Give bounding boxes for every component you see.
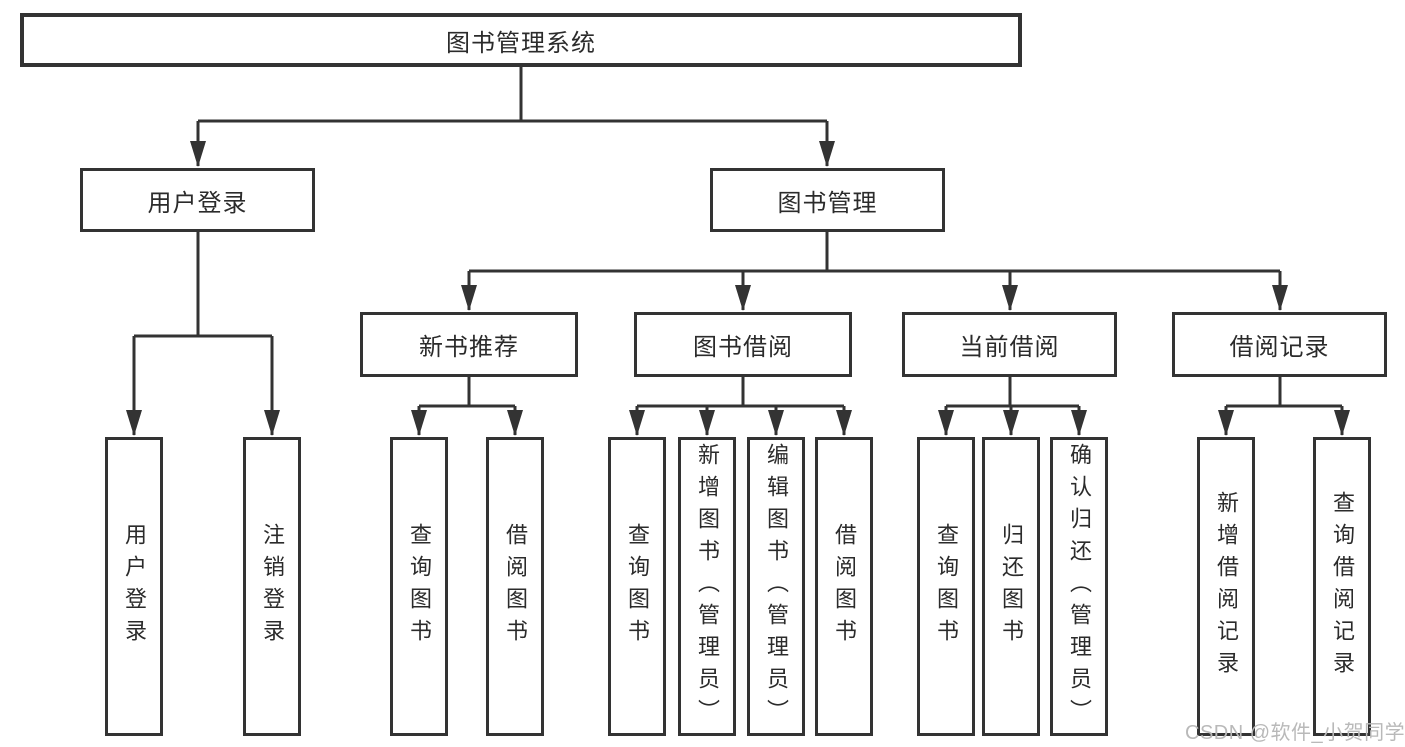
node-book-management: 图书管理 xyxy=(710,168,945,232)
leaf-label: 新增借阅记录 xyxy=(1214,490,1239,683)
node-new-book-recommend: 新书推荐 xyxy=(360,312,578,377)
leaf-label: 新增图书（管理员） xyxy=(695,442,720,731)
csdn-watermark: CSDN @软件_小贺同学 xyxy=(1185,722,1405,744)
leaf-label: 确认归还（管理员） xyxy=(1067,442,1092,731)
leaf-user-login: 用户登录 xyxy=(105,437,163,736)
leaf-return-books: 归还图书 xyxy=(982,437,1040,736)
node-user-login: 用户登录 xyxy=(80,168,315,232)
leaf-add-books-admin: 新增图书（管理员） xyxy=(678,437,736,736)
leaf-label: 借阅图书 xyxy=(503,522,528,651)
connector-borrow-records-branch xyxy=(1218,377,1350,436)
leaf-label: 注销登录 xyxy=(260,522,285,651)
leaf-confirm-return-admin: 确认归还（管理员） xyxy=(1050,437,1108,736)
leaf-label: 归还图书 xyxy=(999,522,1024,651)
leaf-label: 查询借阅记录 xyxy=(1330,490,1355,683)
connector-root-to-level2 xyxy=(190,65,835,167)
connector-management-to-level3 xyxy=(461,232,1288,311)
leaf-label: 借阅图书 xyxy=(832,522,857,651)
leaf-label: 查询图书 xyxy=(407,522,432,651)
connector-user-login-branch xyxy=(126,232,280,436)
leaf-query-books-borrow: 查询图书 xyxy=(608,437,666,736)
leaf-query-books-current: 查询图书 xyxy=(917,437,975,736)
leaf-query-books-recommend: 查询图书 xyxy=(390,437,448,736)
connector-book-borrow-branch xyxy=(629,377,852,436)
node-library-system: 图书管理系统 xyxy=(20,13,1022,67)
leaf-label: 用户登录 xyxy=(122,522,147,651)
connector-new-book-branch xyxy=(411,377,523,436)
node-current-borrow: 当前借阅 xyxy=(902,312,1117,377)
leaf-query-borrow-record: 查询借阅记录 xyxy=(1313,437,1371,736)
connector-current-borrow-branch xyxy=(938,377,1087,436)
leaf-borrow-books-recommend: 借阅图书 xyxy=(486,437,544,736)
leaf-label: 编辑图书（管理员） xyxy=(764,442,789,731)
leaf-edit-books-admin: 编辑图书（管理员） xyxy=(747,437,805,736)
leaf-logout: 注销登录 xyxy=(243,437,301,736)
leaf-label: 查询图书 xyxy=(934,522,959,651)
node-borrow-records: 借阅记录 xyxy=(1172,312,1387,377)
leaf-borrow-books: 借阅图书 xyxy=(815,437,873,736)
leaf-label: 查询图书 xyxy=(625,522,650,651)
leaf-add-borrow-record: 新增借阅记录 xyxy=(1197,437,1255,736)
node-book-borrow: 图书借阅 xyxy=(634,312,852,377)
